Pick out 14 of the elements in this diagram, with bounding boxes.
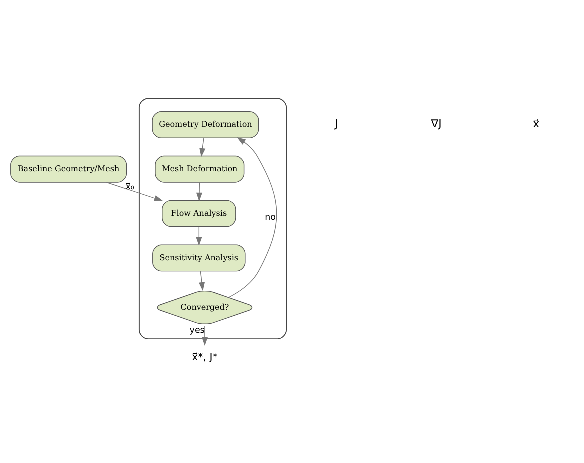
edge-label: yes [190, 325, 205, 336]
edge-label: no [265, 212, 276, 223]
label: J [335, 117, 338, 130]
arrow [196, 182, 203, 202]
label: x⃗ [533, 117, 540, 130]
arrow [198, 270, 206, 291]
node-text: x⃗*, J* [192, 352, 218, 364]
arrow [200, 137, 206, 157]
arrow [196, 226, 202, 246]
arrow [202, 325, 208, 346]
label: ∇J [431, 117, 442, 130]
arrow [228, 137, 278, 298]
edge-label: x⃗₀ [126, 182, 134, 192]
arrow [106, 182, 164, 201]
